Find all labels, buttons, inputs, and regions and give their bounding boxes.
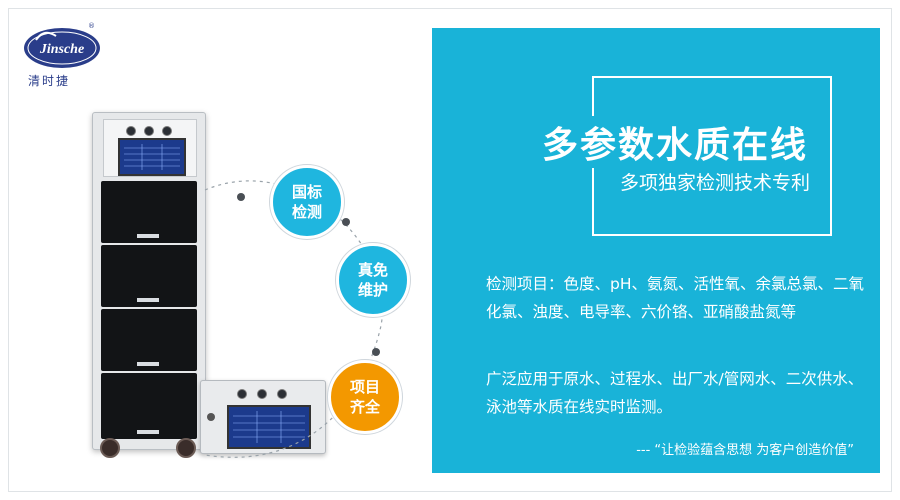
compact-analyzer-image [200,380,326,454]
page-subtitle: 多项独家检测技术专利 [613,168,816,195]
feature-badge-complete-items: 项目 齐全 [328,360,402,434]
brand-logo: Jinsche [22,22,102,100]
wheel-icon [176,438,196,458]
feature-badge-maintenance-free: 真免 维护 [336,243,410,317]
info-panel: 多参数水质在线 多项独家检测技术专利 检测项目：色度、pH、氨氮、活性氧、余氯总… [432,28,880,473]
cabinet-module [101,181,197,243]
knob-icon [277,389,287,399]
lcd-screen [227,405,311,449]
lcd-screen [118,138,186,176]
page-title: 多参数水质在线 [531,116,808,168]
cabinet-control-panel [103,119,197,177]
logo-wordmark: Jinsche [39,42,84,57]
cabinet-analyzer-image [92,112,206,450]
detection-items-text: 检测项目：色度、pH、氨氮、活性氧、余氯总氯、二氧化氯、浊度、电导率、六价铬、亚… [486,275,864,321]
cabinet-module [101,373,197,439]
lock-icon [207,413,215,421]
cabinet-module [101,245,197,307]
jinsche-logo-icon: Jinsche [24,28,100,68]
knob-icon [144,126,154,136]
cabinet-module [101,309,197,371]
knob-icon [162,126,172,136]
knob-icon [126,126,136,136]
knob-icon [257,389,267,399]
feature-badge-national-standard: 国标 检测 [270,165,344,239]
registered-mark: ® [88,22,95,30]
application-text: 广泛应用于原水、过程水、出厂水/管网水、二次供水、泳池等水质在线实时监测。 [486,370,864,416]
wheel-icon [100,438,120,458]
brand-name: 清时捷 [28,74,71,88]
page-frame [8,8,892,492]
company-slogan: --- “让检验蕴含思想 为客户创造价值” [636,443,854,458]
knob-icon [237,389,247,399]
